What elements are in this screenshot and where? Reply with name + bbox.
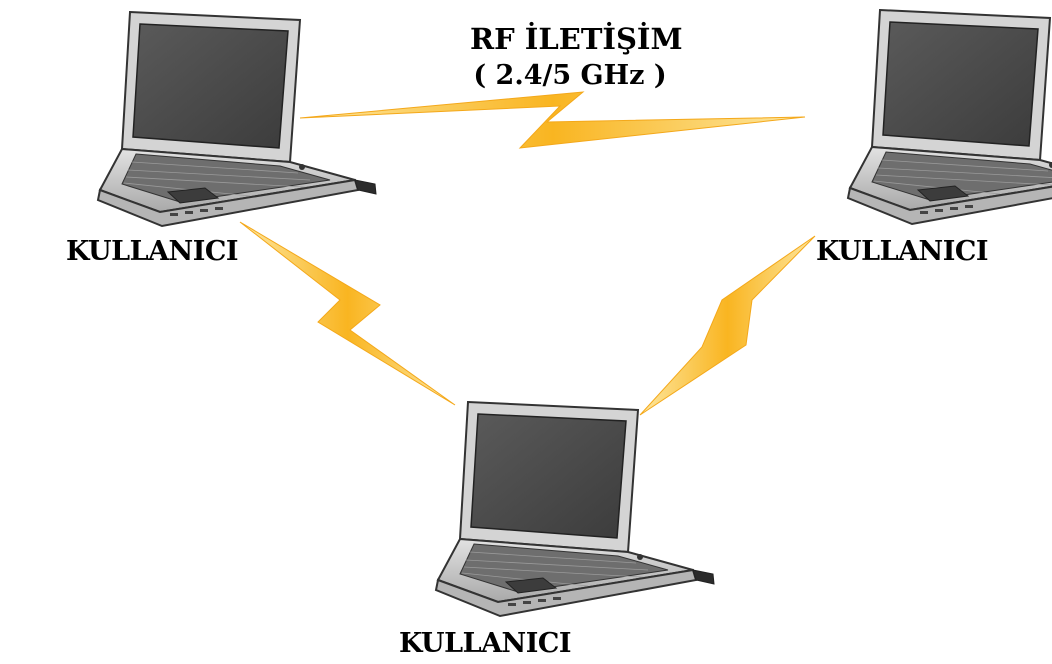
user-label-right: KULLANICI xyxy=(816,236,988,267)
lightning-bolt-icon xyxy=(299,91,806,149)
diagram-title: RF İLETİŞİM xyxy=(470,22,683,56)
frequency-label: ( 2.4/5 GHz ) xyxy=(473,60,667,91)
lightning-bolt-icon xyxy=(239,221,456,406)
user-label-left: KULLANICI xyxy=(66,236,238,267)
laptop-icon xyxy=(847,9,1052,225)
lightning-bolt-icon xyxy=(639,235,816,416)
user-label-bottom: KULLANICI xyxy=(399,628,571,659)
laptop-icon xyxy=(435,401,715,617)
laptop-icon xyxy=(97,11,377,227)
